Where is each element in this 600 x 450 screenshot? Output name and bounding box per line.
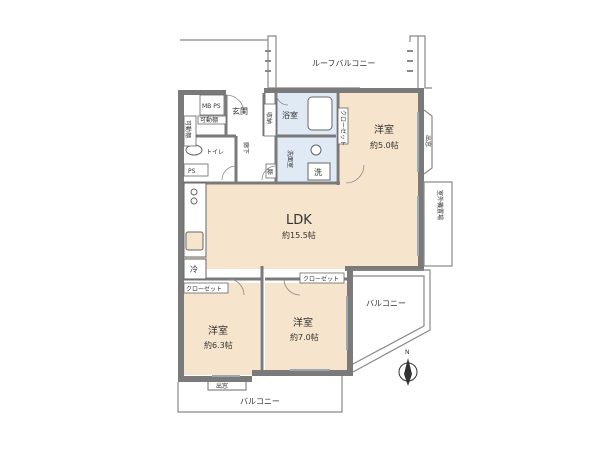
shelf-box (265, 163, 277, 179)
washroom-label: 洗面室 (286, 150, 294, 168)
western-s-size: 約7.0帖 (290, 332, 319, 342)
stove-burners (190, 188, 198, 205)
bay-window-1-label: 出窓 (424, 135, 432, 147)
western-sw-size: 約6.3帖 (204, 340, 233, 350)
movable-shelf-box-1 (197, 115, 227, 125)
closet-ne-label: クローゼット (339, 110, 347, 146)
movable-shelf-2-label: 可動棚 (184, 120, 192, 138)
windows (212, 112, 419, 377)
corridor-label: 廊下 (242, 142, 250, 154)
toilet-label: トイレ (206, 149, 224, 156)
bathroom-label: 浴室 (282, 110, 298, 120)
balcony-right-area (352, 269, 431, 373)
roof-balcony-label: ルーフバルコニー (312, 59, 375, 68)
roof-balcony-area (180, 35, 432, 89)
ldk-name: LDK (286, 213, 312, 228)
movable-shelf-box-2 (183, 115, 197, 147)
closet-2-label: クローゼット (303, 275, 339, 283)
outdoor-unit-label: 室外機置場 (436, 190, 444, 220)
closet-sw (183, 282, 229, 294)
balcony-bottom-area (177, 376, 343, 413)
ldk-floor (184, 183, 422, 269)
compass: N (398, 349, 418, 386)
storage-label: 収納 (265, 112, 273, 124)
refrigerator-label: 冷 (190, 264, 198, 274)
bay-window-ne (423, 109, 433, 175)
refrigerator-box (183, 258, 207, 280)
exterior-walls (178, 88, 424, 382)
kitchen-sink (185, 231, 204, 251)
mbps-box (199, 94, 225, 116)
wash-basin (310, 144, 322, 156)
toilet-bowl (185, 144, 203, 156)
ps-label: PS (188, 168, 196, 175)
western-sw-name: 洋室 (208, 324, 228, 337)
closet-ne (337, 107, 349, 145)
balcony-right-label: バルコニー (366, 299, 406, 308)
compass-n-label: N (405, 349, 410, 356)
western-ne-size: 約5.0帖 (370, 140, 399, 150)
compass-arrow (404, 358, 412, 386)
western-s-name: 洋室 (293, 316, 313, 329)
entrance-floor (226, 95, 264, 130)
entrance-label: 玄関 (232, 106, 248, 116)
bay-window-bottom (207, 382, 247, 391)
western-ne-name: 洋室 (374, 123, 394, 136)
balcony-bottom-label: バルコニー (240, 397, 280, 406)
closet-s (299, 272, 345, 284)
outdoor-unit-area (423, 181, 453, 267)
bathtub (307, 96, 333, 131)
storage-box (263, 103, 277, 137)
movable-shelf-1-label: 可動棚 (200, 116, 218, 124)
washing-machine-box (307, 162, 331, 181)
shelf-label: 棚 (267, 168, 273, 176)
mbps-label: MB PS (202, 103, 221, 110)
closet-1-label: クローゼット (186, 285, 222, 293)
washing-machine-label: 洗 (314, 167, 322, 177)
western-ne-floor (338, 93, 422, 183)
western-s-floor (265, 283, 347, 375)
ldk-size: 約15.5帖 (282, 230, 316, 240)
western-sw-floor (184, 283, 260, 375)
bay-window-2-label: 出窓 (216, 382, 228, 390)
ps-box (183, 163, 209, 177)
door-swings (221, 92, 365, 296)
railing-posts (265, 50, 413, 72)
